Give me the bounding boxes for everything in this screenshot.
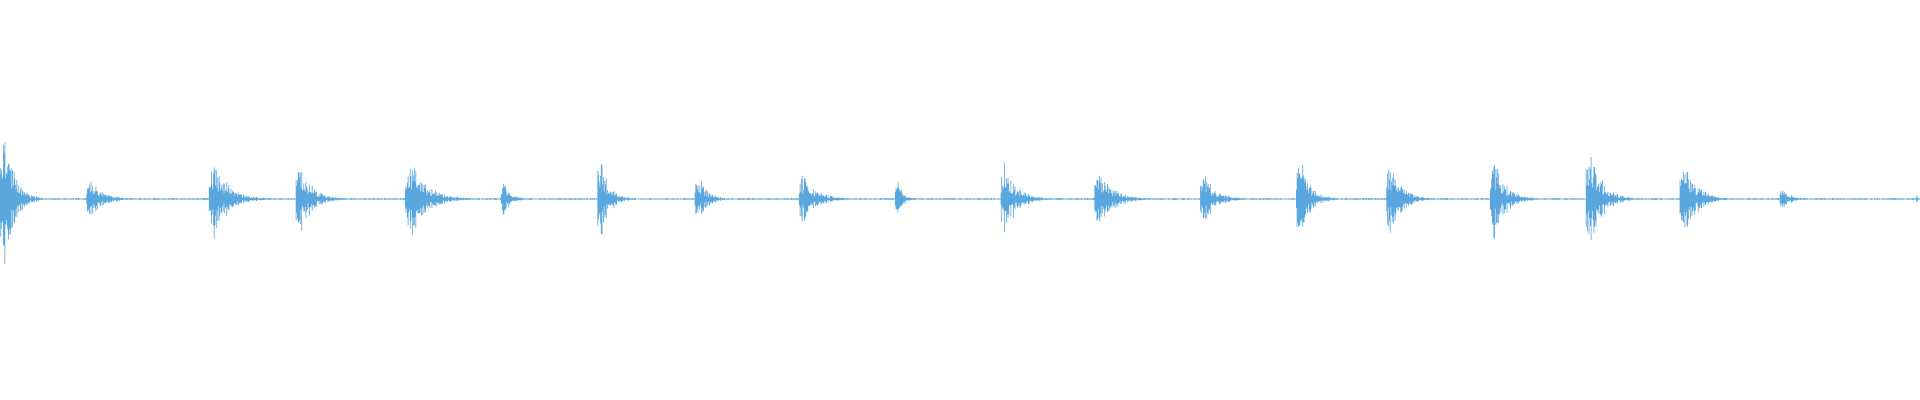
- waveform-burst-14: [1295, 149, 1337, 249]
- waveform-burst-1: [0, 117, 42, 281]
- waveform-burst-4: [295, 157, 345, 241]
- waveform-burst-7: [596, 149, 633, 249]
- waveform-burst-18: [1679, 153, 1729, 245]
- waveform-burst-9: [798, 171, 854, 227]
- waveform-burst-13: [1199, 171, 1249, 227]
- waveform-trace: [0, 142, 1920, 264]
- waveform-burst-20: [1915, 193, 1919, 205]
- waveform-burst-3: [208, 155, 267, 243]
- waveform-burst-8: [694, 171, 731, 227]
- waveform-burst-17: [1585, 141, 1635, 257]
- waveform-burst-16: [1489, 155, 1539, 243]
- waveform-burst-11: [999, 157, 1049, 241]
- waveform-burst-10: [894, 173, 917, 225]
- waveform-burst-2: [85, 177, 135, 221]
- waveform-burst-6: [500, 175, 527, 223]
- waveform-burst-5: [404, 155, 471, 243]
- waveform-samples: [0, 117, 1920, 281]
- waveform-burst-15: [1385, 159, 1435, 239]
- waveform-burst-19: [1779, 185, 1812, 213]
- waveform-burst-12: [1093, 167, 1153, 231]
